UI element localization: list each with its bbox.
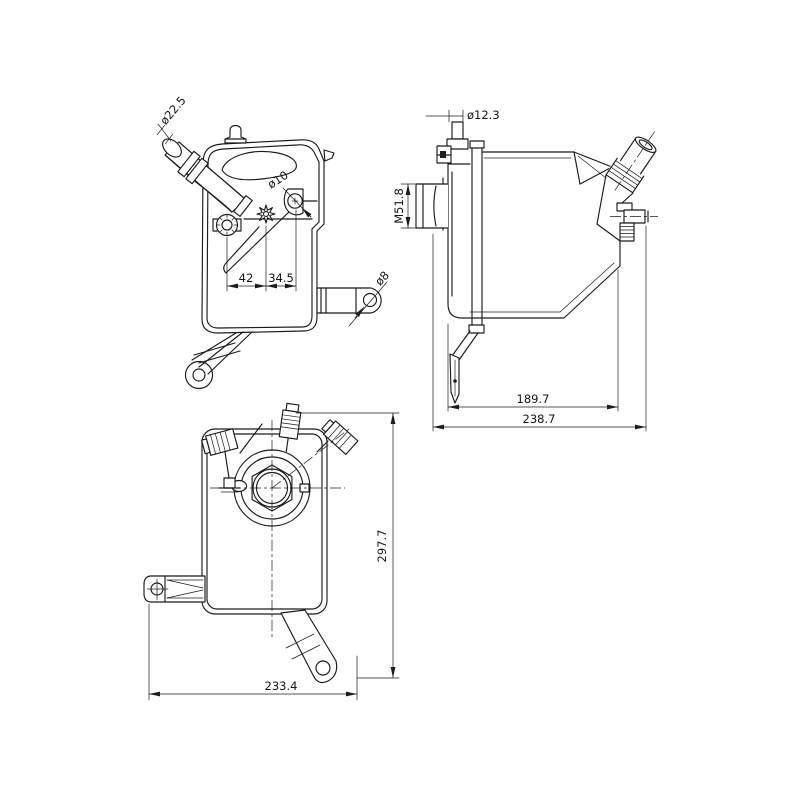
- side-view: ø12.3 M51.8 189.7 238.7: [392, 108, 664, 432]
- mounting-rail-side: [468, 140, 485, 334]
- fitting-top-middle: [278, 402, 302, 453]
- vent-nipple-side: [436, 121, 469, 164]
- dim-label-vent-port: ø12.3: [467, 108, 500, 122]
- vent-cap-front: [224, 124, 247, 144]
- bracket-hole: [192, 368, 206, 382]
- mounting-bracket-bottom-top: [280, 609, 338, 684]
- bracket-hole: [315, 660, 331, 676]
- dimension-overall-height: 297.7: [295, 412, 400, 679]
- knurled-fitting: [212, 213, 242, 237]
- centerlines-top: [210, 420, 350, 638]
- crease-line: [226, 226, 260, 263]
- dim-label-34-5: 34.5: [268, 271, 294, 285]
- threaded-stem: [619, 222, 635, 242]
- dim-label-bleed: ø10: [265, 168, 291, 192]
- filler-neck: [604, 130, 664, 195]
- dimension-thread: M51.8: [392, 183, 416, 229]
- bleed-hole-boss: [283, 188, 318, 216]
- dimension-vent-port: ø12.3: [425, 108, 500, 123]
- dim-label-body-depth: 189.7: [517, 392, 550, 406]
- neck-centerline: [612, 131, 655, 194]
- thread-port-m51: [415, 183, 449, 229]
- crease-line: [225, 208, 293, 274]
- gusset-web: [573, 151, 613, 185]
- fitting-top-right: [316, 419, 359, 455]
- dim-label-thread: M51.8: [392, 188, 406, 224]
- port-hole: [362, 292, 378, 308]
- interior-recess: [221, 150, 297, 181]
- hose-opening: [162, 138, 182, 158]
- hose-clamp: [177, 150, 201, 178]
- dim-label-overall-depth: 238.7: [523, 412, 556, 426]
- dimension-front-spacing: 42 34.5: [226, 209, 297, 292]
- side-port-8mm: [316, 281, 388, 327]
- surface-crease: [239, 423, 263, 454]
- front-view: 42 34.5 ø22.5 ø10 ø8: [156, 93, 392, 390]
- funnel-and-connector: [596, 174, 658, 242]
- corner-tab: [323, 149, 335, 162]
- hose-clip: [223, 477, 236, 489]
- dimension-body-depth: 189.7: [447, 269, 619, 412]
- dimension-hose-diameter: ø22.5: [156, 93, 189, 145]
- tank-outline-front: [201, 139, 335, 334]
- mounting-bracket-left-top: [143, 575, 206, 603]
- dim-label-hose: ø22.5: [157, 93, 189, 127]
- top-view: 297.7 233.4: [143, 402, 400, 701]
- fitting-top-left: [201, 428, 241, 493]
- tank-outline-top: [201, 423, 328, 615]
- dimension-overall-width: 233.4: [148, 603, 358, 701]
- dim-label-42: 42: [239, 271, 254, 285]
- mounting-bracket-side: [449, 330, 479, 404]
- dim-label-overall-height: 297.7: [375, 530, 389, 563]
- dimension-overall-depth: 238.7: [432, 225, 647, 432]
- mounting-bracket-front: [184, 331, 253, 390]
- hose-tip: [233, 195, 253, 217]
- hose-clamp: [185, 157, 209, 185]
- dim-label-overall-width: 233.4: [265, 679, 298, 693]
- dim-label-side-port: ø8: [372, 268, 392, 288]
- impeller-fitting: [256, 204, 276, 224]
- hose-port-front: [162, 138, 253, 217]
